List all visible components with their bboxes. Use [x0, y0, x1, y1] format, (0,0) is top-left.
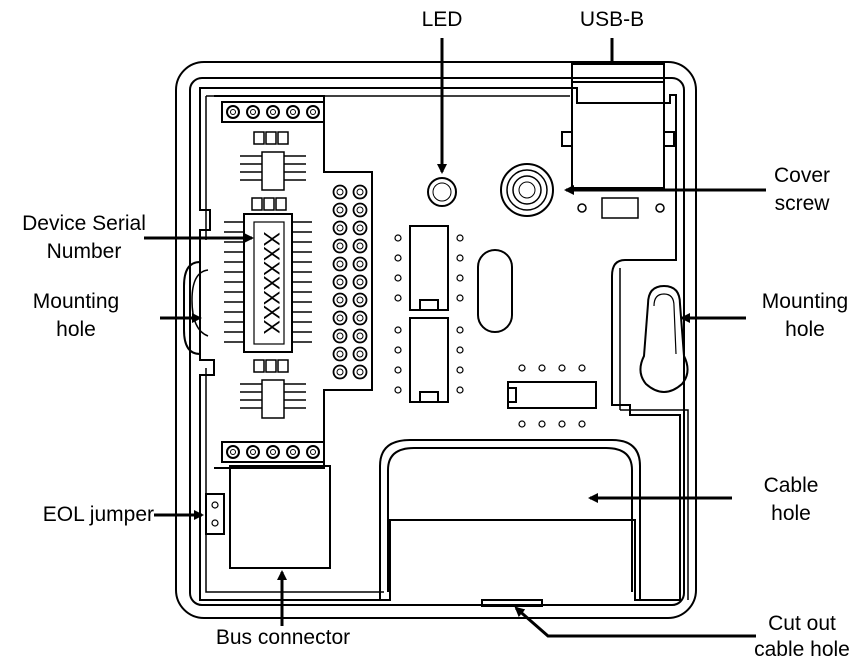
label-serial-2: Number: [46, 240, 122, 263]
mounting-hole-left-inner: [191, 269, 209, 337]
header-pin-hole: [356, 350, 364, 358]
header-pin: [332, 256, 348, 272]
header-pin: [352, 310, 368, 326]
header-pin-hole: [336, 224, 344, 232]
header-pin-hole: [336, 296, 344, 304]
pcb-edge-inner: [205, 95, 689, 600]
label-led: LED: [421, 8, 463, 31]
cable-hole: [379, 439, 641, 600]
header-pin: [352, 328, 368, 344]
header-pin-hole: [356, 332, 364, 340]
middle-ic-lower: [394, 317, 464, 403]
header-pin-hole: [336, 206, 344, 214]
cut-out-cable-hole: [481, 599, 543, 607]
header-pin-hole: [356, 368, 364, 376]
header-pin-hole: [356, 278, 364, 286]
cover-screw: [500, 163, 554, 217]
label-serial-1: Device Serial: [22, 212, 146, 235]
header-pin-hole: [336, 350, 344, 358]
header-pin: [332, 238, 348, 254]
header-pin: [352, 220, 368, 236]
terminal-strip-bottom: [221, 441, 325, 463]
usb-area-components: [577, 197, 665, 219]
header-pin: [332, 202, 348, 218]
pcb-step: [214, 95, 373, 469]
label-cable-hole-1: Cable: [763, 474, 819, 497]
label-bus-connector: Bus connector: [215, 626, 351, 649]
led-component: [427, 177, 457, 207]
terminal-strip-top: [221, 101, 325, 123]
header-pin-hole: [356, 314, 364, 322]
label-mount-left-1: Mounting: [32, 290, 120, 313]
header-pin-hole: [356, 260, 364, 268]
label-usb-b: USB-B: [579, 8, 645, 31]
eol-jumper: [205, 493, 225, 535]
header-pin-hole: [336, 242, 344, 250]
header-pin-hole: [356, 224, 364, 232]
label-cover-screw-2: screw: [774, 192, 830, 215]
header-pin: [332, 346, 348, 362]
header-pin: [352, 238, 368, 254]
label-cutout-1: Cut out: [768, 612, 836, 635]
header-pin-hole: [336, 278, 344, 286]
label-cable-hole-2: hole: [771, 502, 811, 525]
small-ic-upper: [240, 131, 306, 211]
label-eol-jumper: EOL jumper: [42, 503, 154, 526]
header-pin: [352, 346, 368, 362]
enclosure: [175, 61, 697, 619]
oval-slot: [477, 249, 513, 333]
header-pin: [352, 364, 368, 380]
enclosure-outer: [175, 61, 697, 619]
header-pin: [332, 328, 348, 344]
bus-connector: [229, 465, 331, 569]
header-pin: [352, 184, 368, 200]
header-pin: [332, 310, 348, 326]
header-pin: [332, 184, 348, 200]
arrow-cutout: [514, 606, 756, 638]
header-pin-hole: [356, 206, 364, 214]
dip-ic-right: [507, 364, 597, 428]
header-pin-hole: [356, 242, 364, 250]
header-pin: [352, 202, 368, 218]
label-cover-screw-1: Cover: [773, 164, 831, 187]
usb-b-connector: [561, 63, 675, 189]
header-pin-hole: [356, 188, 364, 196]
header-pin: [332, 364, 348, 380]
header-pin-hole: [336, 314, 344, 322]
small-ic-lower: [240, 359, 306, 419]
label-mount-left-2: hole: [56, 318, 96, 341]
serial-number-text: XXXXXXX: [259, 232, 284, 335]
mounting-hole-left: [183, 261, 201, 355]
header-pin: [352, 274, 368, 290]
header-pin: [352, 292, 368, 308]
header-pin-hole: [336, 368, 344, 376]
main-ic: XXXXXXX: [224, 213, 312, 353]
header-pin: [332, 220, 348, 236]
label-mount-right-2: hole: [785, 318, 825, 341]
label-cutout-2: cable hole: [754, 638, 850, 661]
header-pin-hole: [336, 332, 344, 340]
header-pin-hole: [356, 296, 364, 304]
header-pin: [332, 292, 348, 308]
enclosure-inner: [189, 77, 685, 606]
callout-arrows: [144, 38, 766, 638]
middle-ic-upper: [394, 225, 464, 311]
pin-header: [332, 184, 368, 380]
header-pin: [352, 256, 368, 272]
header-pin-hole: [336, 260, 344, 268]
label-mount-right-1: Mounting: [761, 290, 849, 313]
header-pin-hole: [336, 188, 344, 196]
header-pin: [332, 274, 348, 290]
mounting-hole-right: [639, 284, 689, 393]
pcb-board: [199, 87, 681, 601]
